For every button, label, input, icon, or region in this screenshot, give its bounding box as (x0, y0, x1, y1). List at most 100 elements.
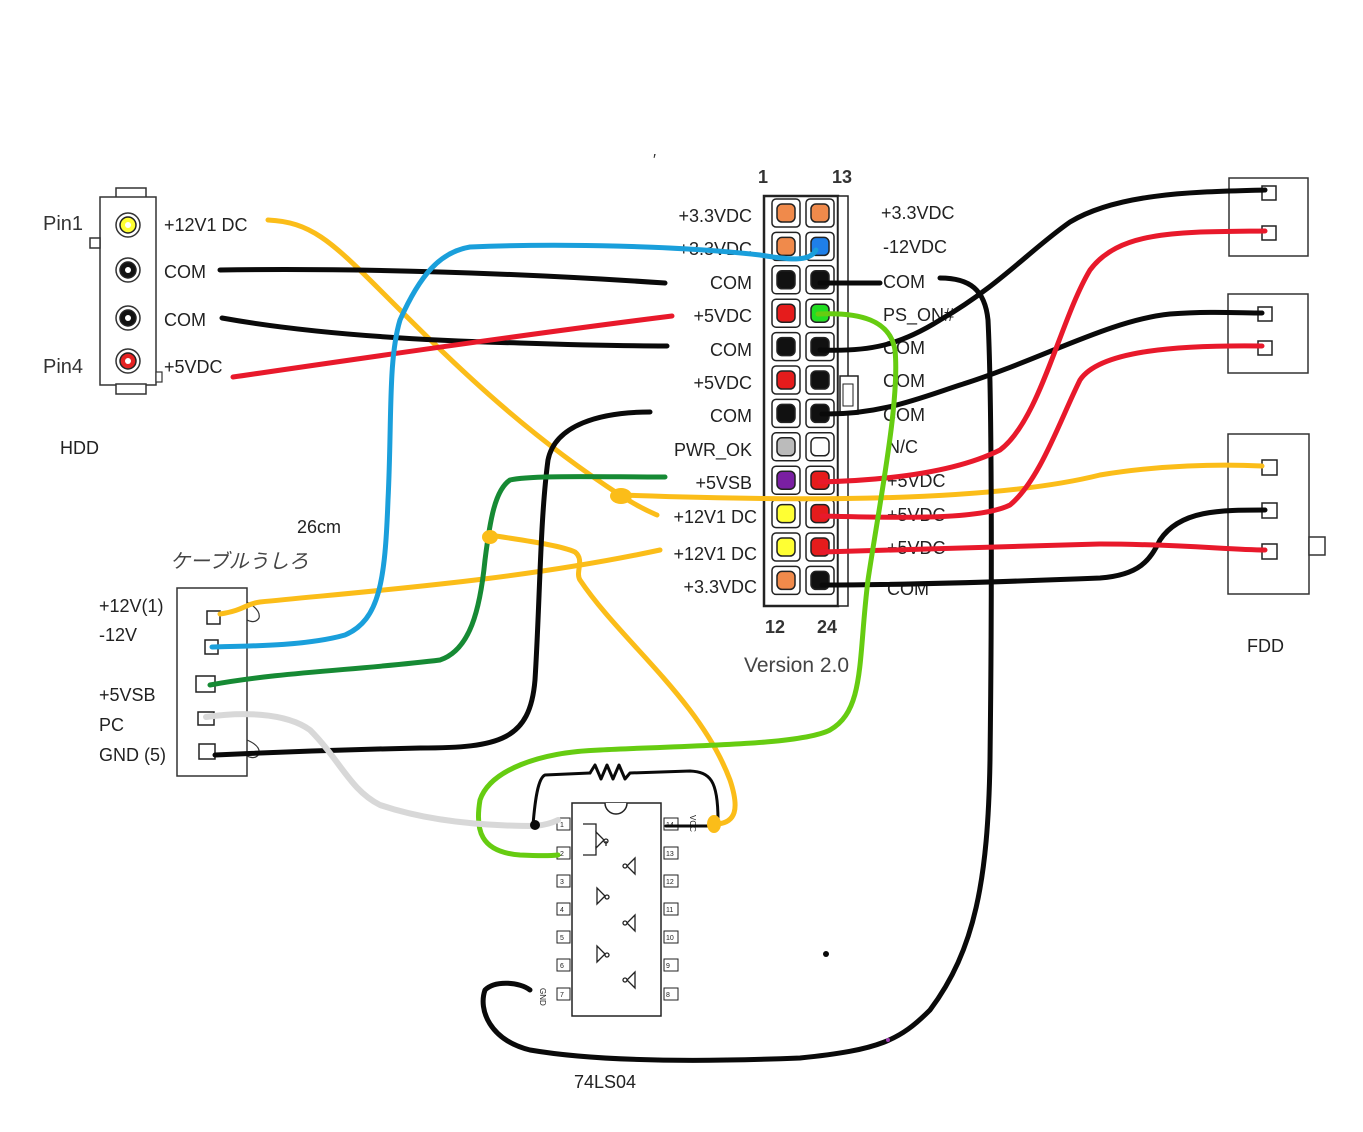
hdd-pin-label: COM (164, 310, 206, 330)
atx-pin (771, 465, 801, 495)
cable-pin-label: +5VSB (99, 685, 156, 705)
ic-pin-number: 2 (560, 851, 564, 858)
ic-pin-left: 4 (556, 902, 571, 916)
fdd-title: FDD (1247, 636, 1284, 656)
junction-yellow (482, 530, 498, 544)
wire-black (219, 315, 670, 349)
atx-pin (771, 498, 801, 529)
ic-pin-number: 3 (560, 879, 564, 886)
fdd-connector-3 (1227, 433, 1326, 595)
ic-pin-number: 8 (666, 992, 670, 999)
atx-pin (771, 265, 801, 295)
junction-yellow (707, 815, 721, 833)
wire-blue (209, 242, 819, 650)
atx-pin (771, 298, 801, 328)
hdd-pin4-label: Pin4 (43, 356, 83, 378)
atx-pin (805, 565, 835, 596)
stray-mark: ′ (653, 152, 656, 169)
atx-left-pin-label: COM (710, 406, 752, 426)
ic-vcc-label: VCC (688, 815, 697, 832)
atx-left-pin-label: +3.3VDC (678, 206, 752, 226)
cable-length-label: 26cm (297, 517, 341, 537)
wire-black (819, 309, 1265, 417)
ic-pin-left: 5 (556, 930, 571, 944)
atx-right-pin-label: COM (883, 272, 925, 292)
wire-black (819, 507, 1268, 588)
atx-left-pin-label: +5VSB (695, 473, 752, 493)
hdd-pin (115, 212, 141, 238)
ic-gnd-label: GND (538, 988, 547, 1006)
stray-dot (886, 1038, 890, 1042)
atx-right-pin-label: N/C (887, 437, 918, 457)
atx-left-pin-label: COM (710, 340, 752, 360)
cable-pin-label: +12V(1) (99, 596, 164, 616)
ic-pin-right: 13 (663, 846, 679, 860)
atx-pin (805, 331, 835, 362)
resistor (588, 763, 720, 822)
wire-black (817, 187, 1268, 353)
ic-pin-number: 13 (666, 851, 674, 858)
wire-yellow (217, 547, 663, 617)
wire-yellow (487, 532, 738, 827)
ic-pin-number: 4 (560, 907, 564, 914)
hdd-pin (115, 348, 141, 374)
atx-pins (771, 198, 835, 596)
atx-left-pin-label: +12V1 DC (673, 507, 757, 527)
wire-lime (475, 311, 899, 859)
atx-right-pin-label: +3.3VDC (881, 203, 955, 223)
ic-pin-number: 6 (560, 963, 564, 970)
wire-red (230, 313, 675, 380)
wire-red (817, 228, 1268, 485)
atx-pin (805, 498, 835, 529)
cable-handwritten-note: ケーブルうしろ (170, 550, 309, 573)
atx-left-pin-label: PWR_OK (674, 440, 752, 461)
atx-col-label: 24 (817, 617, 837, 637)
ic-pin-number: 10 (666, 935, 674, 942)
ic-pin-right: 14 (663, 817, 679, 831)
atx-left-pin-label: +5VDC (693, 373, 752, 393)
cable-pin-label: GND (5) (99, 745, 166, 765)
wire-black (480, 275, 994, 1063)
ic-pin-right: 9 (663, 958, 679, 972)
wire-red (819, 343, 1265, 520)
hdd-pin (115, 305, 141, 331)
ic-pin-number: 11 (666, 907, 673, 914)
atx-left-pin-label: +3.3VDC (683, 577, 757, 597)
atx-pin (805, 365, 835, 395)
hdd-pin-label: +5VDC (164, 357, 223, 377)
atx-left-pin-label: +12V1 DC (673, 544, 757, 564)
ic-pin-right: 10 (663, 930, 679, 944)
ic-pin-right: 11 (663, 902, 679, 916)
atx-left-labels: +3.3VDC +3.3VDC COM +5VDC COM +5VDC COM … (673, 206, 757, 597)
wire-black (217, 267, 668, 286)
ic-pin-number: 9 (666, 963, 670, 970)
hdd-pin (115, 257, 141, 283)
atx-col-label: 13 (832, 167, 852, 187)
atx-pin (805, 265, 835, 295)
ic-pin-left: 7 (556, 987, 571, 1001)
stray-dot (823, 951, 829, 957)
wires (203, 187, 1268, 1063)
ic-pin-number: 1 (560, 822, 564, 829)
wire-black (531, 771, 592, 827)
atx-pin (771, 331, 801, 362)
atx-col-label: 1 (758, 167, 768, 187)
wire-yellow (265, 217, 660, 518)
atx-col-label: 12 (765, 617, 785, 637)
ic-74ls04 (571, 802, 662, 1017)
atx-right-pin-label: -12VDC (883, 237, 947, 257)
atx-pin (805, 532, 835, 562)
atx-pin (771, 532, 801, 562)
junction-yellow (610, 488, 632, 504)
hdd-pins (115, 212, 141, 374)
hdd-pin1-label: Pin1 (43, 213, 83, 235)
fdd-connector-2 (1227, 293, 1309, 374)
ic-pin-number: 12 (666, 879, 674, 886)
atx-left-pin-label: +5VDC (693, 306, 752, 326)
wire-yellow (617, 462, 1265, 502)
ic-pin-left: 3 (556, 874, 571, 888)
atx-pin (805, 432, 835, 462)
atx-left-pin-label: COM (710, 273, 752, 293)
